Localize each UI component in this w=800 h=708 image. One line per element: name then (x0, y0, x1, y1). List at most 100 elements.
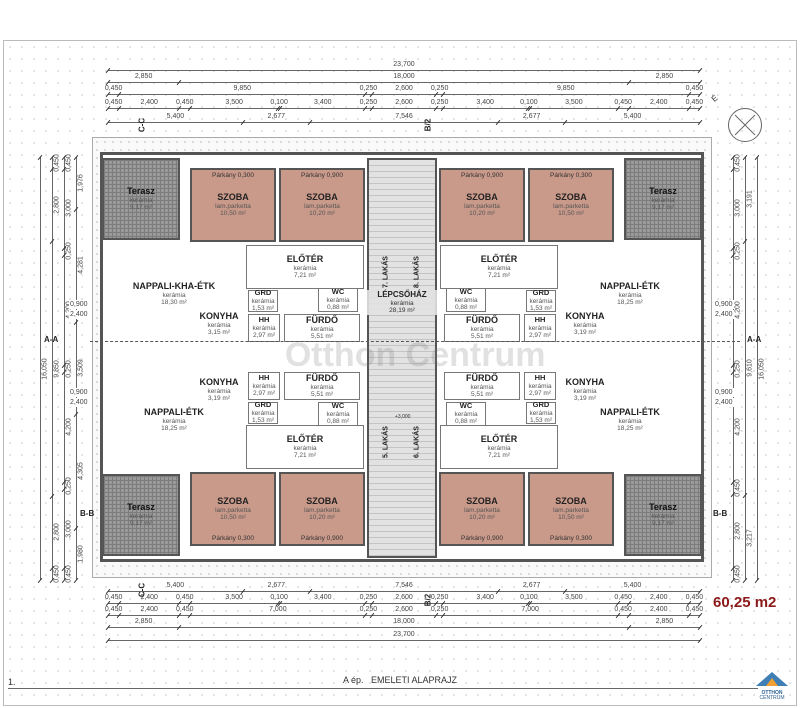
dimension-label: 2,600 (395, 99, 413, 106)
dimension-label: 2,800 (53, 196, 61, 214)
dimension-label: 0,250 (359, 99, 378, 106)
apartment-label: 8. LAKÁS (413, 256, 421, 288)
dimension-label: 0,450 (104, 594, 123, 601)
apartment-label: 5. LAKÁS (382, 426, 390, 458)
dimension-label: 23,700 (393, 631, 415, 638)
room-name: FÜRDŐ (466, 373, 498, 384)
dimension-label: 0,450 (65, 565, 73, 583)
dimension-label: 0,450 (614, 606, 632, 613)
window-sill-height: Párkány 0,900 (461, 534, 503, 542)
side-window-label: 2,400 (69, 398, 89, 407)
dimension-label: 23,700 (393, 61, 415, 68)
dimension-line (108, 122, 700, 123)
room-name: WC (331, 287, 345, 297)
room-material: kerámia (618, 291, 642, 299)
dimension-label: 0,250 (359, 85, 378, 92)
side-window-label: 0,900 (69, 388, 89, 397)
dimension-line (64, 157, 65, 580)
room-name: SZOBA (217, 192, 249, 203)
room-name: FÜRDŐ (466, 315, 498, 326)
dimension-label: 0,250 (359, 594, 378, 601)
room-area: 0,88 m² (454, 418, 478, 426)
dimension-label: 9,610 (746, 359, 754, 377)
room-material: kerámia (454, 410, 478, 418)
dimension-label: 4,305 (77, 462, 85, 480)
dimension-label: 7,546 (395, 113, 413, 120)
dimension-line (108, 615, 700, 616)
otthon-centrum-logo: OTTHON CENTRUM (752, 670, 792, 704)
dimension-label: 2,850 (134, 618, 153, 625)
room-name: HH (534, 373, 546, 383)
dimension-label: 0,250 (65, 359, 73, 378)
room-material: kerámia (252, 324, 276, 332)
dimension-label: 0,450 (685, 606, 704, 613)
room-area: 18,25 m² (617, 299, 643, 307)
room-name: FÜRDŐ (306, 315, 338, 326)
room-material: kerámia (251, 409, 275, 417)
dimension-line (108, 603, 700, 604)
dimension-label: 3,400 (476, 594, 494, 601)
logo-text-2: CENTRUM (759, 695, 785, 701)
dimension-label: 0,450 (176, 606, 194, 613)
room-name: ELŐTÉR (286, 254, 324, 265)
room-material: kerámia (651, 196, 675, 204)
dimension-label: 0,250 (734, 359, 742, 378)
dimension-label: 2,677 (267, 582, 286, 589)
room-material: kerámia (573, 387, 597, 395)
room-material: lam.parketta (304, 506, 340, 514)
dimension-label: 3,500 (565, 99, 583, 106)
dimension-label: 0,450 (104, 99, 123, 106)
room-area: 1,53 m² (251, 305, 275, 313)
room-area: 1,53 m² (529, 305, 553, 313)
room-name: ELŐTÉR (480, 434, 518, 445)
dimension-label: 2,600 (395, 606, 413, 613)
room-material: kerámia (251, 297, 275, 305)
dimension-label: 1,976 (77, 174, 85, 192)
room-material: kerámia (470, 325, 494, 333)
level-mark: +3,000 (395, 414, 411, 420)
section-line-a (90, 341, 740, 342)
room-area: 18,25 m² (161, 425, 187, 433)
room-material: kerámia (487, 264, 511, 272)
dimension-label: 2,677 (522, 582, 541, 589)
dimension-line (40, 157, 41, 580)
room-name: Terasz (649, 502, 677, 513)
room-material: lam.parketta (215, 506, 251, 514)
dimension-label: 2,400 (650, 99, 668, 106)
room-material: kerámia (470, 383, 494, 391)
room-material: kerámia (529, 297, 553, 305)
dimension-label: 3,191 (746, 190, 754, 208)
room-name: KONYHA (199, 377, 239, 388)
dimension-label: 0,450 (53, 154, 61, 172)
room-name: Terasz (127, 186, 155, 197)
dimension-label: 2,600 (395, 594, 413, 601)
room-area: 10,50 m² (558, 514, 584, 522)
dimension-label: 2,850 (134, 73, 153, 80)
dimension-label: 3,400 (314, 99, 332, 106)
dimension-label: 7,000 (521, 606, 539, 613)
dimension-label: 9,850 (233, 85, 252, 92)
room-material: kerámia (573, 321, 597, 329)
dimension-label: 3,217 (746, 528, 754, 547)
room-area: 3,19 m² (573, 329, 597, 337)
room-material: lam.parketta (215, 202, 251, 210)
dimension-label: 0,450 (53, 565, 61, 583)
room-name: Terasz (127, 502, 155, 513)
room-name: HH (258, 373, 270, 383)
room-area: 9,17 m² (651, 204, 675, 212)
apartment-label: 6. LAKÁS (413, 426, 421, 458)
room-area: 7,21 m² (487, 272, 511, 280)
room-area: 5,51 m² (310, 391, 334, 399)
